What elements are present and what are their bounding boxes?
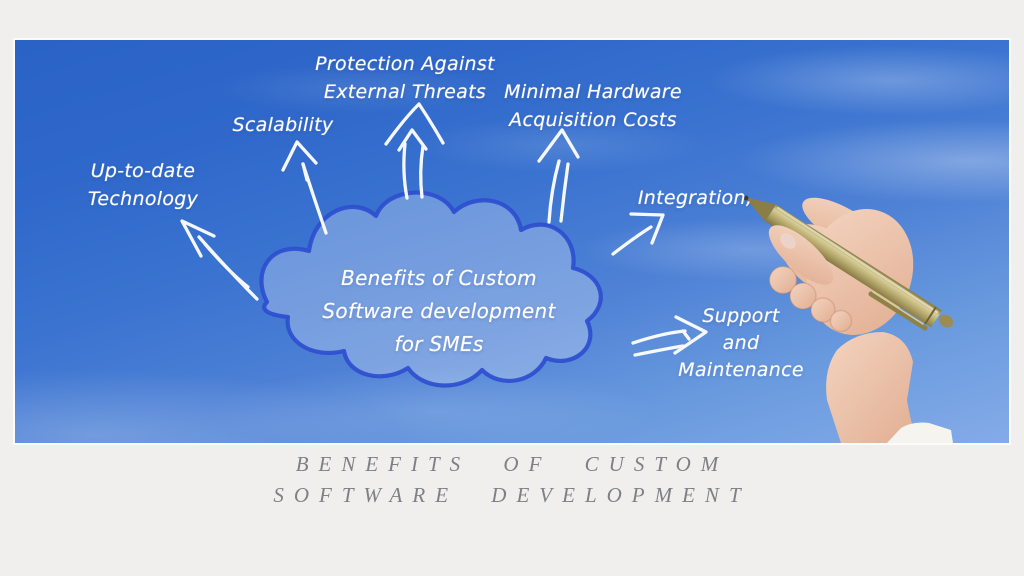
- cloud-title: Benefits of Custom Software development …: [322, 262, 555, 361]
- cloud-outline: [259, 190, 603, 388]
- forearm: [826, 332, 918, 443]
- pen: [743, 195, 954, 331]
- pen-cone: [745, 197, 776, 222]
- arrow-head: [537, 128, 580, 163]
- arrow-shaft: [419, 144, 425, 199]
- benefit-line: Maintenance: [678, 359, 804, 381]
- arrow-shaft: [611, 225, 653, 256]
- arrow-support: [631, 315, 708, 357]
- benefit-label-up-to-date-technology: Up-to-date Technology: [88, 157, 198, 213]
- benefit-line: Minimal Hardware: [504, 81, 682, 103]
- arrow-shaft: [631, 329, 687, 345]
- benefit-line: Integration,: [637, 187, 753, 209]
- diagram-art: [180, 102, 954, 443]
- arrow-up-to-date-technology: [180, 219, 259, 301]
- arrow-minimal-hardware: [537, 128, 580, 224]
- benefit-line: Up-to-date: [90, 160, 196, 182]
- hand-holding-pen: [743, 195, 954, 443]
- benefit-label-protection-against-external-threats: Protection Against External Threats: [315, 50, 495, 106]
- benefit-line: Support: [702, 305, 780, 327]
- sky-photo: Up-to-date Technology Scalability Protec…: [15, 40, 1009, 443]
- arrow-shaft: [633, 344, 685, 357]
- caption: Benefits of custom software development: [0, 449, 1024, 511]
- arrows: [180, 102, 708, 357]
- arrow-shaft: [547, 159, 561, 224]
- arrow-shaft: [203, 242, 250, 289]
- pen-ring: [924, 306, 937, 325]
- cloud-title-line: for SMEs: [394, 332, 484, 356]
- arrow-protection: [384, 102, 445, 200]
- pen-button: [938, 314, 954, 328]
- caption-line: Benefits of custom: [295, 452, 729, 476]
- pen-clip-highlight: [872, 291, 924, 325]
- arrow-scalability: [281, 140, 328, 235]
- caption-line: software development: [273, 483, 751, 507]
- arrow-head: [281, 140, 318, 172]
- arrow-head: [180, 219, 216, 258]
- benefit-line: External Threats: [323, 81, 487, 103]
- benefit-line: Scalability: [232, 114, 334, 136]
- thumbnail: [780, 233, 796, 249]
- benefit-line: Protection Against: [315, 53, 495, 75]
- fingertip: [810, 297, 836, 323]
- arrow-head: [673, 315, 708, 355]
- sleeve-cuff: [887, 422, 953, 443]
- arrow-head: [629, 212, 665, 245]
- fingertip: [768, 265, 798, 295]
- arrow-shaft: [559, 162, 570, 223]
- arrow-head: [384, 102, 445, 146]
- benefit-label-support-and-maintenance: Support and Maintenance: [678, 303, 804, 384]
- arrow-integration: [611, 212, 665, 256]
- fingertip: [789, 282, 817, 310]
- arrow-tick: [681, 329, 691, 341]
- arrow-tick: [301, 162, 309, 182]
- pen-clip: [868, 291, 928, 331]
- cloud-shape: [259, 190, 603, 388]
- benefit-line: Technology: [87, 188, 199, 210]
- pen-tip: [743, 195, 749, 201]
- fingertips: [768, 265, 853, 333]
- cloud-title-line: Software development: [322, 299, 556, 323]
- benefit-label-minimal-hardware-acquisition-costs: Minimal Hardware Acquisition Costs: [504, 78, 682, 134]
- benefit-label-scalability: Scalability: [233, 111, 334, 139]
- cloud-title-line: Benefits of Custom: [341, 266, 537, 290]
- pen-barrel: [765, 204, 943, 328]
- fingertip: [829, 309, 853, 333]
- pen-highlight: [776, 206, 939, 314]
- benefit-line: Acquisition Costs: [509, 109, 677, 131]
- benefit-label-integration: Integration,: [638, 184, 752, 212]
- arrow-shaft: [402, 142, 409, 200]
- arrow-head-inner: [397, 128, 428, 152]
- benefit-line: and: [722, 332, 760, 354]
